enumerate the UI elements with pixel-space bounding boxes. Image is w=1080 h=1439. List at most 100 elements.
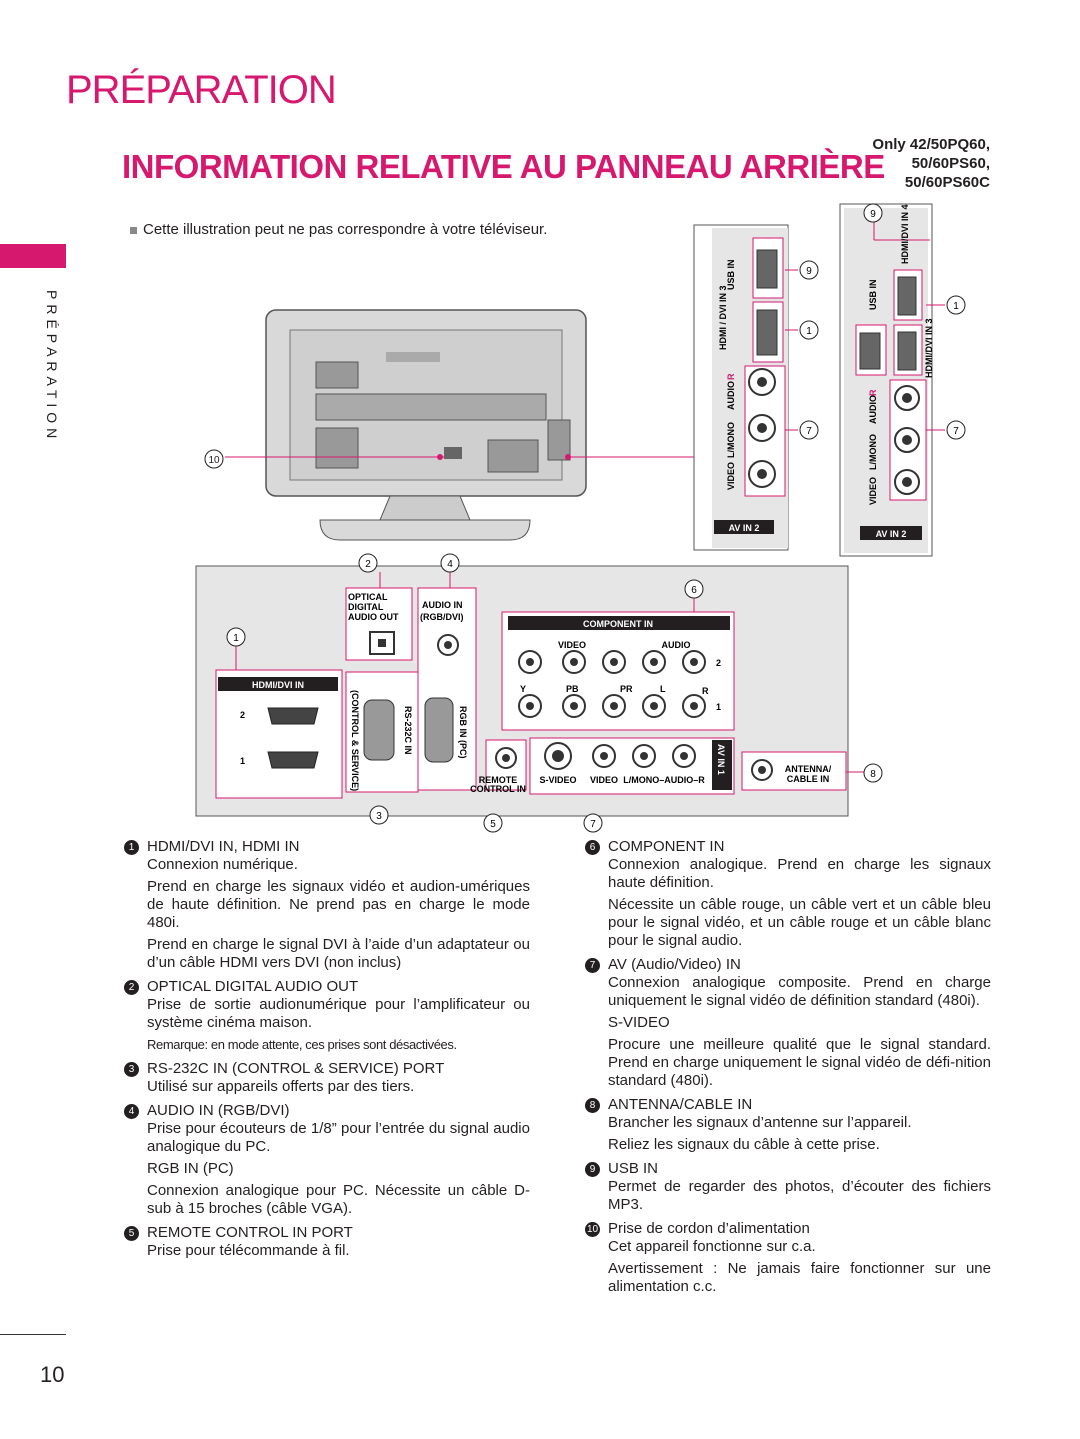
page-title: PRÉPARATION bbox=[66, 68, 337, 112]
item-number: 1 bbox=[124, 839, 139, 855]
callout-number: 10 bbox=[208, 455, 220, 466]
pb-label: PB bbox=[566, 684, 579, 694]
item-title: USB IN bbox=[608, 1160, 659, 1177]
item-text: Connexion analogique composite. Prend en… bbox=[608, 974, 991, 1009]
callout-number: 5 bbox=[490, 819, 496, 830]
model-line: Only 42/50PQ60, bbox=[872, 136, 990, 153]
lmono-label: L/MONO bbox=[726, 422, 736, 458]
callout-number: 2 bbox=[365, 559, 371, 570]
item-text: Connexion analogique. Prend en charge le… bbox=[608, 856, 991, 891]
item-audio-in: 4 AUDIO IN (RGB/DVI) Prise pour écouteurs… bbox=[124, 1102, 530, 1218]
item-number: 8 bbox=[585, 1097, 600, 1113]
digital-label: DIGITAL bbox=[348, 602, 384, 612]
callout-number: 1 bbox=[953, 301, 959, 312]
rear-panel-diagram: 10 USB IN HDMI / DVI IN 3 VIDEO L/MONO A… bbox=[195, 203, 966, 833]
item-title: REMOTE CONTROL IN PORT bbox=[147, 1224, 353, 1241]
model-line: 50/60PS60C bbox=[904, 174, 990, 191]
item-subtitle: RGB IN (PC) bbox=[147, 1160, 234, 1177]
av-in-2-label-b: AV IN 2 bbox=[876, 529, 907, 539]
r-label-b: R bbox=[868, 389, 878, 396]
row-2-label: 2 bbox=[716, 658, 721, 668]
item-subtitle: S-VIDEO bbox=[608, 1014, 670, 1031]
optical-label: OPTICAL bbox=[348, 592, 388, 602]
item-text: Cet appareil fonctionne sur c.a. bbox=[608, 1238, 816, 1255]
hdmi-2-label: 2 bbox=[240, 710, 245, 720]
hdmi4-label: HDMI/DVI IN 4 bbox=[900, 204, 910, 264]
page-number: 10 bbox=[40, 1362, 65, 1387]
section-title: INFORMATION RELATIVE AU PANNEAU ARRIÈRE bbox=[122, 148, 885, 185]
s-video-label: S-VIDEO bbox=[539, 775, 576, 785]
rgb-in-pc-label: RGB IN (PC) bbox=[458, 706, 468, 759]
bottom-panel bbox=[195, 565, 866, 817]
item-text: Prise pour télécommande à fil. bbox=[147, 1242, 350, 1259]
item-note: Remarque: en mode attente, ces prises so… bbox=[147, 1037, 457, 1052]
callout-number: 6 bbox=[691, 585, 697, 596]
r-label: R bbox=[726, 373, 736, 380]
video-label-b: VIDEO bbox=[868, 477, 878, 505]
item-text: Procure une meilleure qualité que le sig… bbox=[608, 1036, 991, 1089]
item-title: ANTENNA/CABLE IN bbox=[608, 1096, 753, 1113]
item-number: 2 bbox=[124, 979, 139, 995]
item-number: 4 bbox=[124, 1103, 139, 1119]
cable-in-label: CABLE IN bbox=[787, 774, 830, 784]
av-in-2-label: AV IN 2 bbox=[729, 523, 760, 533]
footer-divider bbox=[0, 1334, 66, 1335]
antenna-label: ANTENNA/ bbox=[785, 764, 832, 774]
callout-number: 1 bbox=[233, 633, 239, 644]
pr-label: PR bbox=[620, 684, 633, 694]
right-column: 6 COMPONENT IN Connexion analogique. Pren… bbox=[585, 838, 991, 1302]
item-title: COMPONENT IN bbox=[608, 838, 725, 855]
item-number: 6 bbox=[585, 839, 600, 855]
item-number: 7 bbox=[585, 957, 600, 973]
audio-label-b: AUDIO bbox=[868, 395, 878, 424]
callout-number: 3 bbox=[376, 811, 382, 822]
callout-number: 4 bbox=[447, 559, 453, 570]
item-text: Reliez les signaux du câble à cette pris… bbox=[608, 1136, 880, 1153]
side-panel-b bbox=[839, 203, 945, 557]
audio-label: AUDIO bbox=[726, 381, 736, 410]
callout-number: 7 bbox=[806, 426, 812, 437]
item-component: 6 COMPONENT IN Connexion analogique. Pren… bbox=[585, 838, 991, 950]
rgb-dvi-label: (RGB/DVI) bbox=[420, 612, 464, 622]
hdmi3b-label: HDMI/DVI IN 3 bbox=[924, 318, 934, 378]
item-number: 5 bbox=[124, 1225, 139, 1241]
control-in-label: CONTROL IN bbox=[470, 784, 526, 794]
callout-number: 7 bbox=[590, 819, 596, 830]
callout-number: 9 bbox=[870, 209, 876, 220]
item-number: 3 bbox=[124, 1061, 139, 1077]
callout-number: 8 bbox=[870, 769, 876, 780]
audio-in-label: AUDIO IN bbox=[422, 600, 463, 610]
item-text: Prend en charge le signal DVI à l’aide d… bbox=[147, 936, 530, 971]
callout-number: 7 bbox=[953, 426, 959, 437]
item-text: Brancher les signaux d’antenne sur l’app… bbox=[608, 1114, 912, 1131]
item-title: RS-232C IN (CONTROL & SERVICE) PORT bbox=[147, 1060, 445, 1077]
item-title: Prise de cordon d’alimentation bbox=[608, 1220, 810, 1237]
item-text: Prise pour écouteurs de 1/8” pour l’entr… bbox=[147, 1120, 530, 1155]
component-jacks bbox=[518, 650, 706, 770]
video2-label: VIDEO bbox=[590, 775, 618, 785]
l-label: L bbox=[660, 684, 666, 694]
sidebar-label: PRÉPARATION bbox=[44, 290, 60, 444]
remote-label: REMOTE bbox=[479, 775, 518, 785]
tv-back-illustration bbox=[225, 309, 694, 541]
item-title: AUDIO IN (RGB/DVI) bbox=[147, 1102, 290, 1119]
lmono-audio-r-label: L/MONO–AUDIO–R bbox=[623, 775, 705, 785]
component-in-label: COMPONENT IN bbox=[583, 619, 653, 629]
note-text: Cette illustration peut ne pas correspon… bbox=[143, 221, 548, 238]
rs232c-label: RS-232C IN bbox=[403, 706, 413, 755]
hdmi3-label: HDMI / DVI IN 3 bbox=[718, 285, 728, 350]
item-text: Permet de regarder des photos, d’écouter… bbox=[608, 1178, 991, 1213]
hdmi-dvi-in-label: HDMI/DVI IN bbox=[252, 680, 304, 690]
item-antenna: 8 ANTENNA/CABLE IN Brancher les signaux d… bbox=[585, 1096, 991, 1154]
item-text: Prend en charge les signaux vidéo et aud… bbox=[147, 878, 530, 931]
hdmi-1-label: 1 bbox=[240, 756, 245, 766]
item-text: Connexion analogique pour PC. Nécessite … bbox=[147, 1182, 530, 1217]
model-list: Only 42/50PQ60, 50/60PS60, 50/60PS60C bbox=[810, 135, 990, 192]
model-line: 50/60PS60, bbox=[911, 155, 990, 172]
illustration-note: Cette illustration peut ne pas correspon… bbox=[130, 221, 547, 238]
